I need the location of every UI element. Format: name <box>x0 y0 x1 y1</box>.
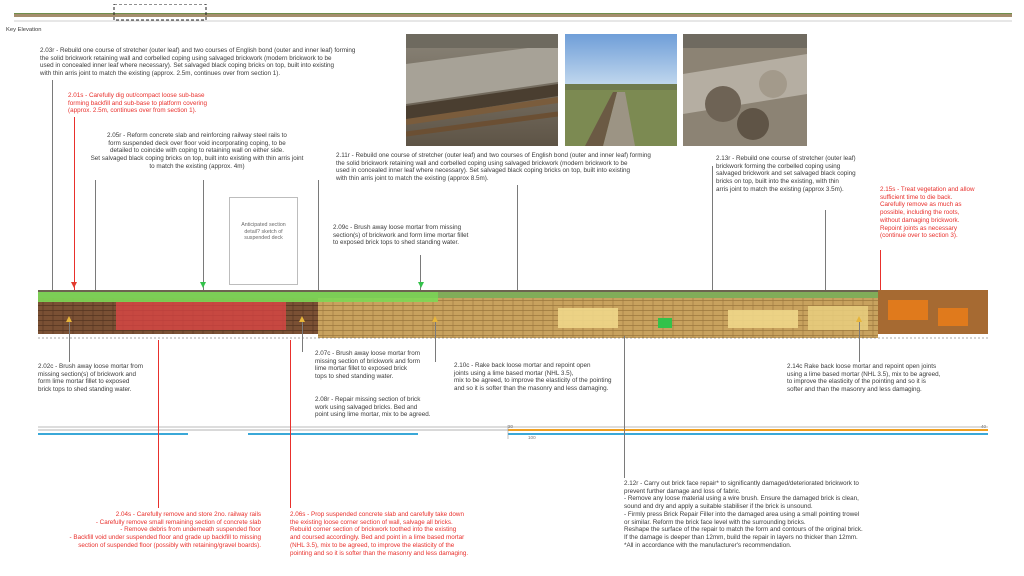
leader-2-05r-a <box>95 180 96 290</box>
scale-bar: 30 40 100 <box>38 424 988 443</box>
note-2-04s: 2.04s - Carefully remove and store 2no. … <box>69 511 261 549</box>
note-2-08r: 2.08r - Repair missing section of brick … <box>315 396 431 419</box>
photo-platform-view <box>565 34 677 146</box>
scale-label-100: 100 <box>528 435 536 440</box>
note-2-05r: 2.05r - Reform concrete slab and reinfor… <box>90 132 304 170</box>
leader-2-07c <box>302 322 303 352</box>
scale-label-30: 30 <box>508 424 514 429</box>
key-elevation-thumbnail <box>14 3 1012 22</box>
note-2-10c: 2.10c - Rake back loose mortar and repoi… <box>454 362 612 393</box>
suspended-deck-sketch-box: Anticipated section detail? sketch of su… <box>229 197 298 285</box>
leader-2-12r <box>624 336 625 478</box>
leader-2-15s <box>880 250 881 290</box>
note-2-02c: 2.02c - Brush away loose mortar from mis… <box>38 363 143 394</box>
wall-elevation-drawing <box>38 290 988 339</box>
sketch-caption: Anticipated section detail? sketch of su… <box>241 222 286 242</box>
note-2-03r: 2.03r - Rebuild one course of stretcher … <box>40 47 356 78</box>
leader-2-03r <box>52 80 53 290</box>
marker-2-10c <box>432 316 438 322</box>
photo-debris-close <box>683 34 807 146</box>
wall-elevation <box>38 286 988 346</box>
marker-2-05r <box>200 282 206 288</box>
photo-concrete-slab-rails <box>406 34 558 146</box>
note-2-06s: 2.06s - Prop suspended concrete slab and… <box>290 511 469 557</box>
marker-2-02c <box>66 316 72 322</box>
note-2-13r: 2.13r - Rebuild one course of stretcher … <box>716 155 856 193</box>
note-2-14c: 2.14c Rake back loose mortar and repoint… <box>787 363 941 394</box>
note-2-09c: 2.09c - Brush away loose mortar from mis… <box>333 224 469 247</box>
scale-bar-graphic <box>38 425 988 439</box>
scale-label-40: 40 <box>981 424 987 429</box>
marker-2-14c <box>856 316 862 322</box>
leader-2-05r-c <box>318 180 319 290</box>
note-2-07c: 2.07c - Brush away loose mortar from mis… <box>315 350 420 381</box>
key-elevation-strip <box>14 3 1012 22</box>
leader-2-02c <box>69 322 70 362</box>
marker-2-09c <box>418 282 424 288</box>
marker-2-01s <box>71 282 77 288</box>
marker-2-12r <box>659 318 665 324</box>
leader-2-13r-a <box>712 166 713 290</box>
marker-2-07c <box>299 316 305 322</box>
note-2-15s: 2.15s - Treat vegetation and allow suffi… <box>880 186 975 240</box>
leader-2-09c <box>420 255 421 290</box>
leader-2-11r <box>517 185 518 290</box>
leader-2-13r-b <box>825 210 826 290</box>
note-2-11r: 2.11r - Rebuild one course of stretcher … <box>336 152 651 183</box>
leader-2-06s <box>290 340 291 508</box>
leader-2-05r-b <box>203 180 204 290</box>
leader-2-14c <box>859 322 860 362</box>
key-elevation-label: Key Elevation <box>6 27 42 33</box>
note-2-12r: 2.12r - Carry out brick face repair* to … <box>624 480 863 549</box>
leader-2-10c <box>435 322 436 362</box>
note-2-01s: 2.01s - Carefully dig out/compact loose … <box>68 92 207 115</box>
leader-2-04s <box>158 340 159 508</box>
leader-2-01s <box>74 117 75 290</box>
